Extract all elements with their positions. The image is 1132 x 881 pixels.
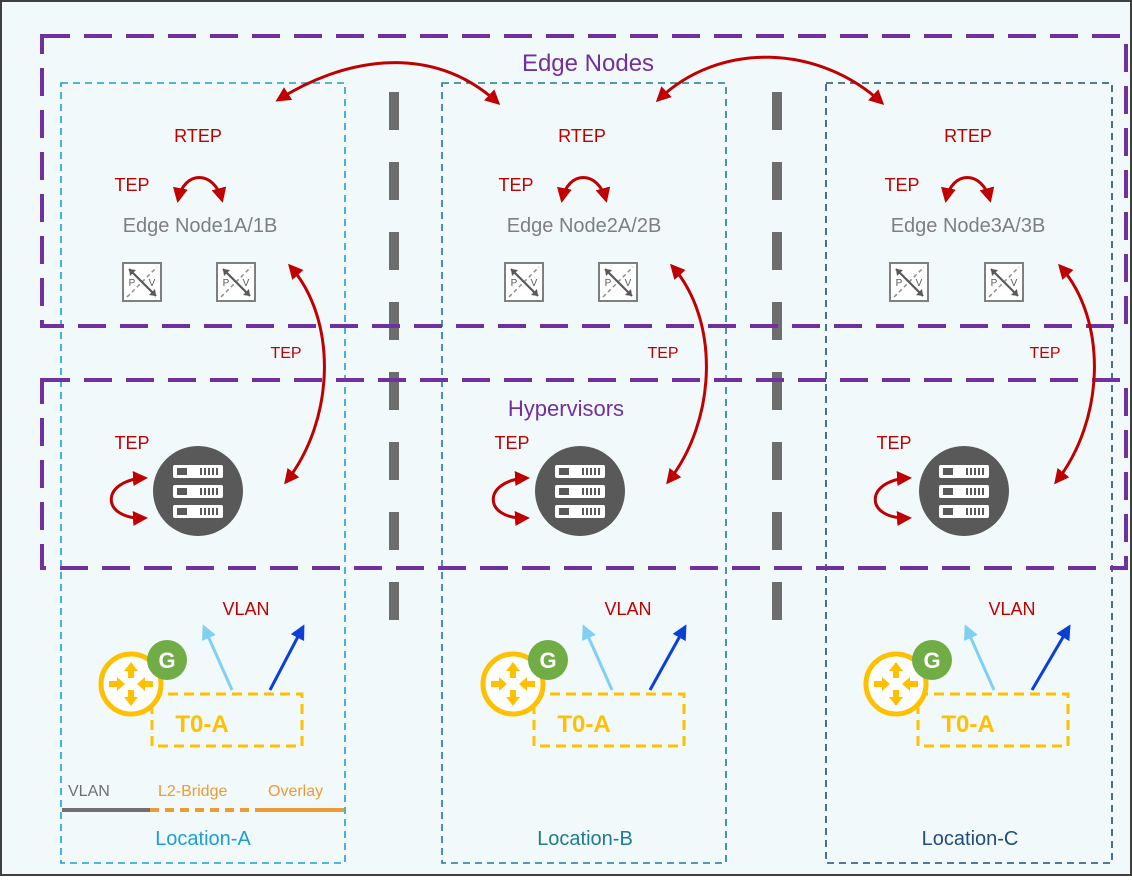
edge-switch-icon: P V	[503, 261, 545, 303]
switch-p-label: P	[223, 278, 230, 289]
rtep-label: RTEP	[944, 126, 992, 146]
gateway-badge-icon	[147, 640, 187, 680]
vlan-uplink-dark-arrow	[648, 624, 687, 691]
hypervisor-tep-loop-arrow	[873, 471, 912, 527]
hypervisors-title: Hypervisors	[508, 396, 624, 421]
switch-p-label: P	[896, 278, 903, 289]
gateway-badge-icon	[528, 640, 568, 680]
t0-label: T0-A	[941, 711, 994, 738]
edge-switch-icon: P V	[983, 261, 1025, 303]
edge-switch-icon: P V	[215, 261, 257, 303]
t0-label: T0-A	[175, 711, 228, 738]
edge-tep-label: TEP	[114, 175, 149, 195]
legend: VLAN L2-Bridge Overlay	[62, 783, 344, 812]
edge-switch-icon: P V	[888, 261, 930, 303]
t0-gateway-box	[532, 692, 686, 748]
switch-p-label: P	[511, 278, 518, 289]
legend-l2-bridge-label: L2-Bridge	[158, 783, 227, 800]
hypervisor-tep-loop-arrow	[491, 471, 530, 527]
hypervisor-tep-loop-arrow	[109, 471, 148, 527]
link-tep-label: TEP	[270, 345, 301, 362]
t0-gateway-box	[916, 692, 1070, 748]
vlan-uplink-dark-arrow	[1030, 624, 1071, 691]
location-a-box	[60, 82, 346, 864]
edge-tep-loop-arrow	[557, 176, 611, 203]
t0-label: T0-A	[557, 711, 610, 738]
switch-v-label: V	[1011, 278, 1018, 289]
location-label: Location-B	[537, 828, 633, 850]
rtep-label: RTEP	[558, 126, 606, 146]
hypervisor-tep-label: TEP	[876, 433, 911, 453]
gateway-badge-label: G	[158, 648, 175, 673]
switch-v-label: V	[149, 278, 156, 289]
t0-gateway-box	[150, 692, 304, 748]
location-label: Location-A	[155, 828, 251, 850]
gateway-badge-label: G	[923, 648, 940, 673]
edge-to-hypervisor-tep-arrow	[666, 263, 708, 485]
switch-p-label: P	[991, 278, 998, 289]
switch-p-label: P	[129, 278, 136, 289]
edge-tep-label: TEP	[498, 175, 533, 195]
edge-switch-icon: P V	[597, 261, 639, 303]
edge-node-label: Edge Node3A/3B	[891, 215, 1046, 237]
vlan-label: VLAN	[222, 599, 269, 619]
vlan-uplink-dark-arrow	[268, 624, 305, 691]
hypervisor-server-icon	[535, 446, 625, 536]
vlan-uplink-light-arrow	[964, 624, 996, 691]
legend-overlay-label: Overlay	[268, 783, 323, 800]
gateway-badge-label: G	[539, 648, 556, 673]
hypervisor-server-icon	[153, 446, 243, 536]
location-label: Location-C	[922, 828, 1019, 850]
rtep-link-b-c	[655, 55, 885, 106]
edge-tep-label: TEP	[884, 175, 919, 195]
vlan-uplink-light-arrow	[582, 624, 614, 691]
location-c: RTEP TEP Edge Node3A/3B P V P V TEP TEP …	[866, 126, 1096, 850]
edge-tep-loop-arrow	[173, 176, 227, 203]
location-b: RTEP TEP Edge Node2A/2B P V P V TEP TEP …	[483, 126, 708, 850]
hypervisor-tep-label: TEP	[114, 433, 149, 453]
edge-switch-icon: P V	[121, 261, 163, 303]
gateway-badge-icon	[912, 640, 952, 680]
switch-v-label: V	[243, 278, 250, 289]
rtep-link-a-b	[275, 61, 501, 106]
edge-node-label: Edge Node1A/1B	[123, 215, 278, 237]
edge-to-hypervisor-tep-arrow	[1054, 263, 1096, 485]
edge-to-hypervisor-tep-arrow	[284, 263, 326, 485]
link-tep-label: TEP	[1029, 345, 1060, 362]
edge-node-label: Edge Node2A/2B	[507, 215, 662, 237]
vlan-label: VLAN	[988, 599, 1035, 619]
location-a: RTEP TEP Edge Node1A/1B P V P V TEP TEP …	[101, 126, 326, 850]
edge-tep-loop-arrow	[941, 176, 995, 203]
hypervisor-server-icon	[919, 446, 1009, 536]
link-tep-label: TEP	[647, 345, 678, 362]
switch-v-label: V	[916, 278, 923, 289]
switch-p-label: P	[605, 278, 612, 289]
vlan-uplink-light-arrow	[202, 624, 234, 691]
hypervisor-tep-label: TEP	[494, 433, 529, 453]
edge-nodes-title: Edge Nodes	[522, 50, 654, 77]
location-b-box	[441, 82, 727, 864]
switch-v-label: V	[625, 278, 632, 289]
rtep-label: RTEP	[174, 126, 222, 146]
vlan-label: VLAN	[604, 599, 651, 619]
switch-v-label: V	[531, 278, 538, 289]
hypervisors-group	[40, 378, 1128, 570]
legend-vlan-label: VLAN	[68, 783, 110, 800]
location-c-box	[825, 82, 1113, 864]
edge-nodes-group	[40, 34, 1128, 328]
